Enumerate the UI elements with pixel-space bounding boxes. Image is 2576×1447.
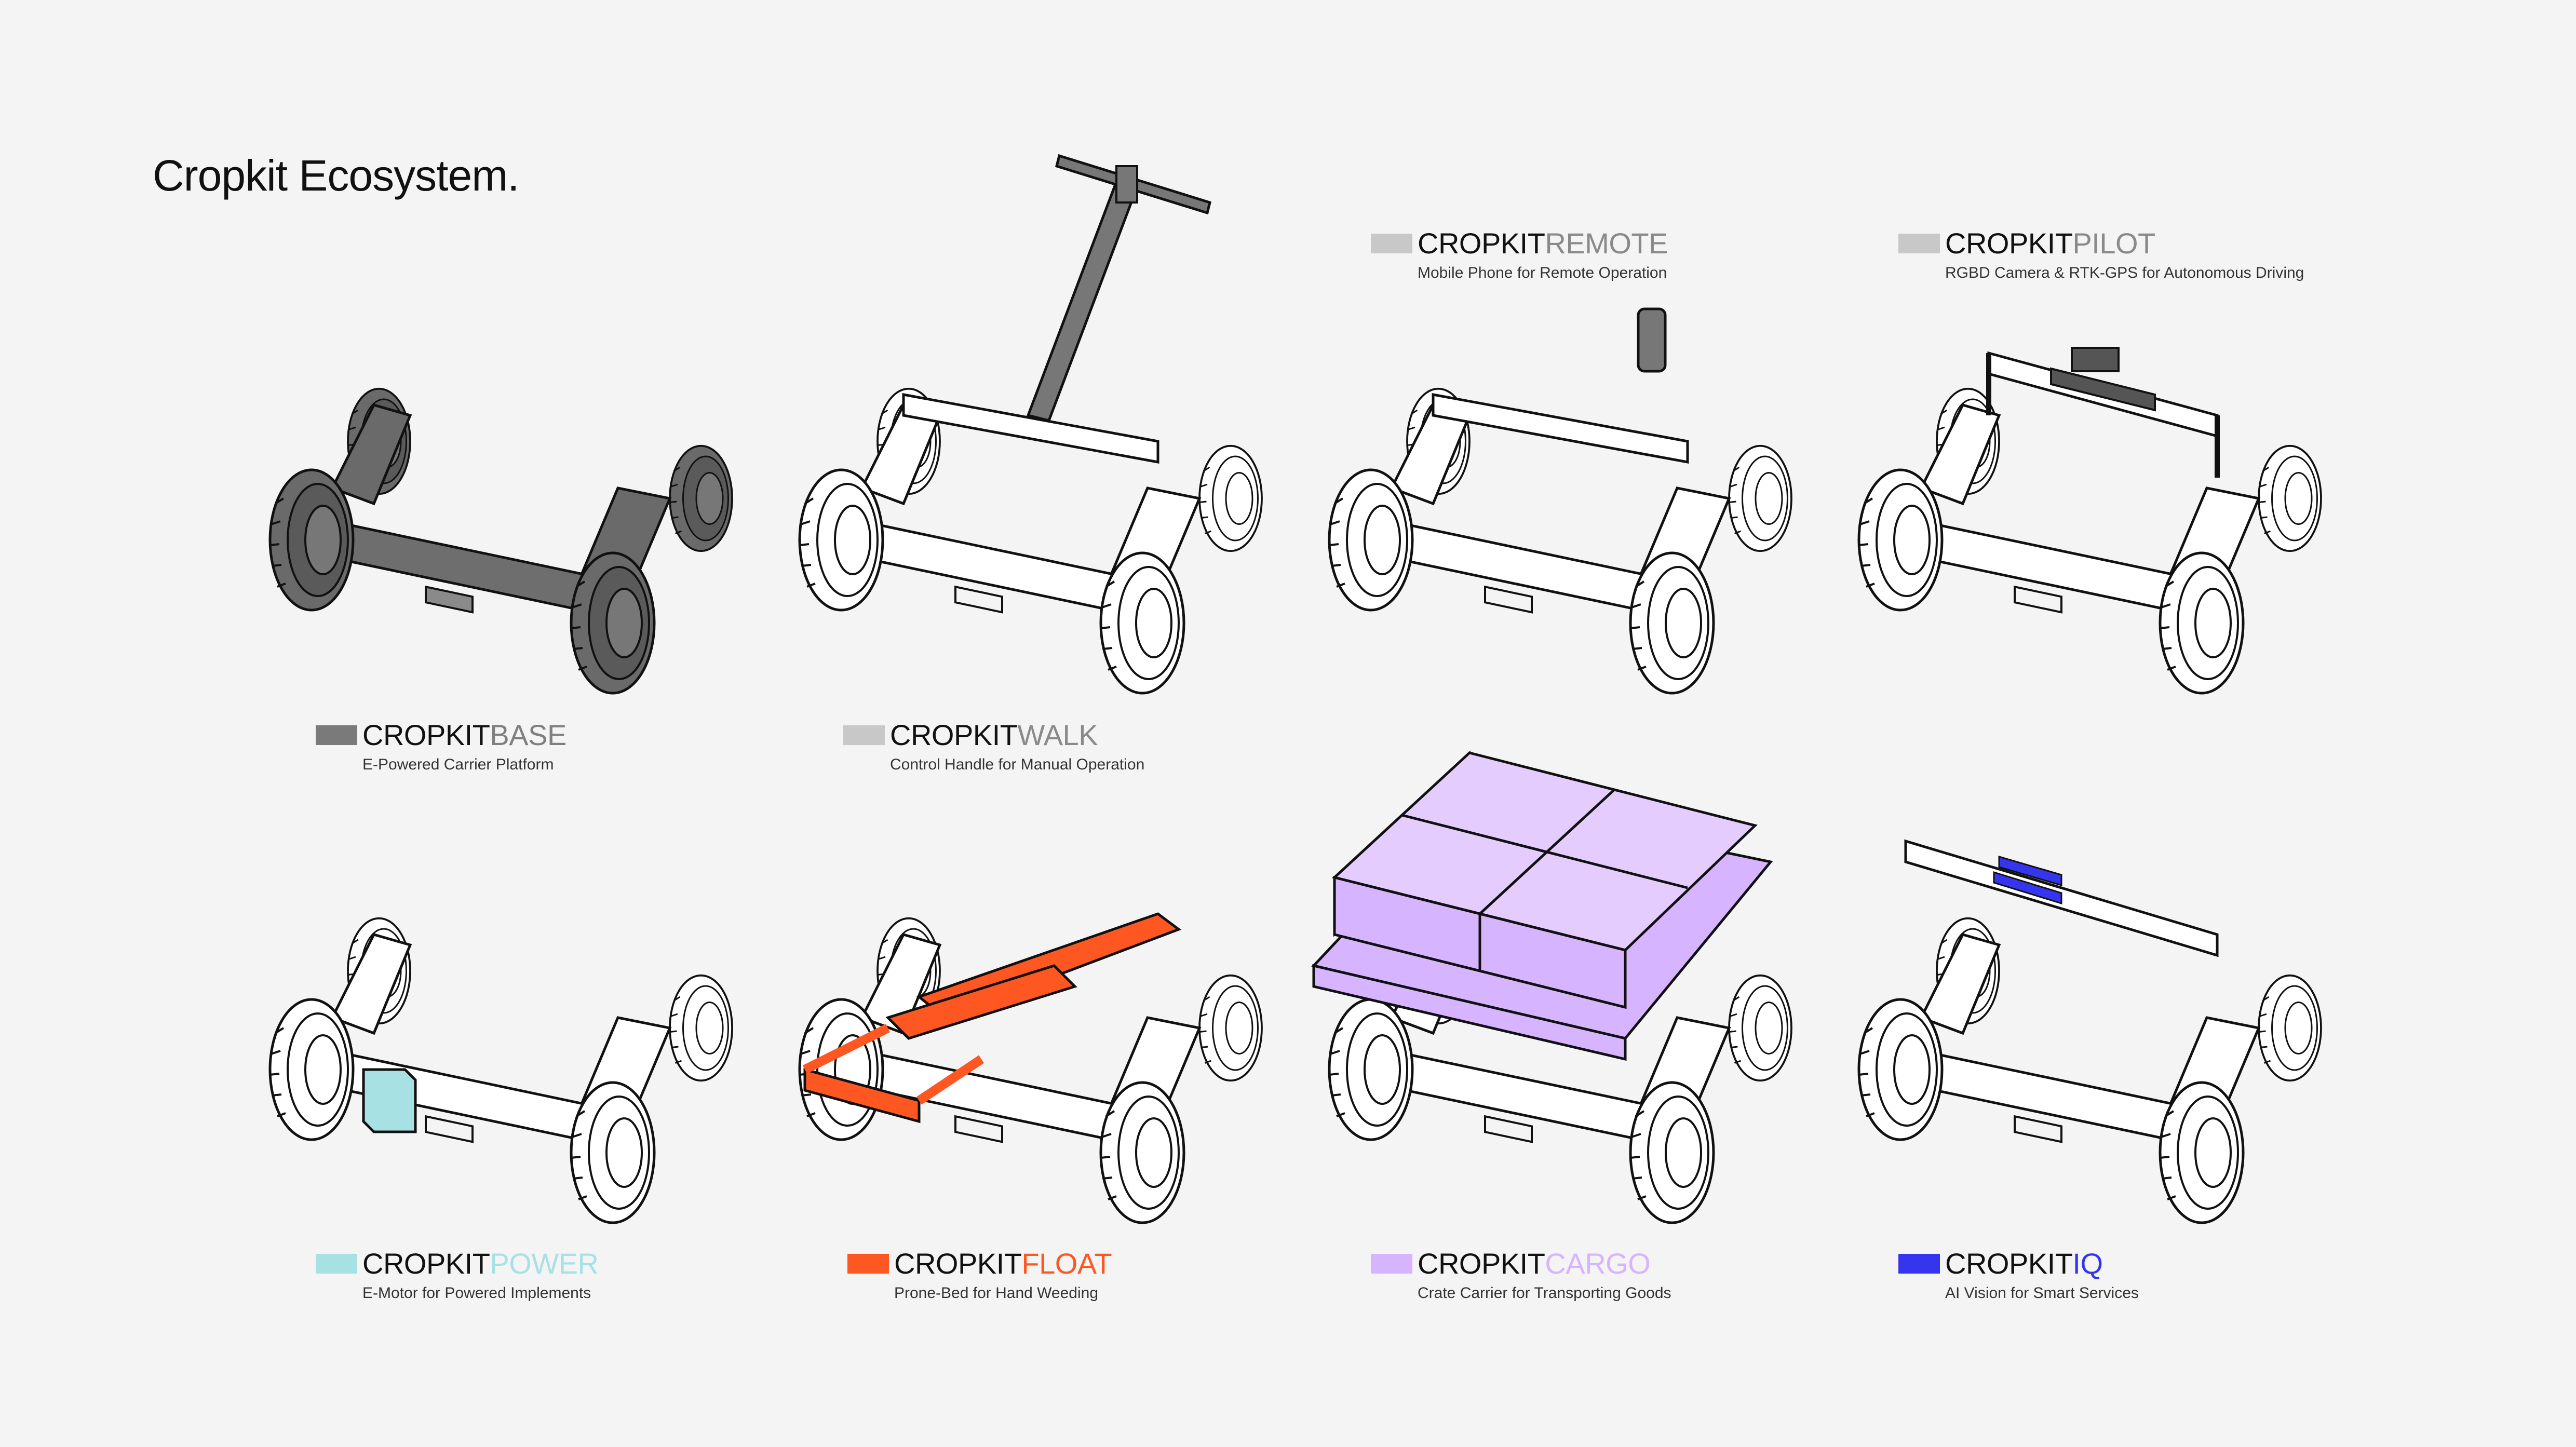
base-description: E-Powered Carrier Platform: [362, 756, 554, 773]
base-vehicle: [270, 389, 732, 693]
iq-vehicle: [1859, 839, 2321, 1223]
module-label-pilot: CROPKIT PILOT RGBD Camera & RTK-GPS for …: [1898, 225, 2304, 282]
cargo-color-swatch: [1371, 1254, 1412, 1274]
float-name: FLOAT: [1021, 1247, 1112, 1280]
float-color-swatch: [847, 1254, 889, 1274]
pilot-color-swatch: [1898, 234, 1940, 253]
remote-color-swatch: [1371, 234, 1412, 253]
module-label-walk: CROPKIT WALK Control Handle for Manual O…: [843, 716, 1144, 774]
walk-brand: CROPKIT: [890, 719, 1018, 751]
cargo-description: Crate Carrier for Transporting Goods: [1418, 1284, 1671, 1302]
float-brand: CROPKIT: [894, 1247, 1022, 1280]
module-label-iq: CROPKIT IQ AI Vision for Smart Services: [1898, 1245, 2139, 1302]
phone-icon: [1637, 307, 1667, 373]
base-color-swatch: [316, 725, 357, 745]
walk-vehicle: [800, 154, 1262, 693]
remote-brand: CROPKIT: [1418, 227, 1545, 260]
pilot-vehicle: [1859, 347, 2321, 693]
remote-name: REMOTE: [1545, 227, 1668, 260]
base-name: BASE: [490, 719, 567, 751]
walk-name: WALK: [1017, 719, 1098, 751]
remote-description: Mobile Phone for Remote Operation: [1418, 264, 1667, 281]
cargo-brand: CROPKIT: [1418, 1247, 1545, 1280]
float-vehicle: [800, 912, 1262, 1223]
pilot-description: RGBD Camera & RTK-GPS for Autonomous Dri…: [1945, 264, 2304, 281]
module-label-remote: CROPKIT REMOTE Mobile Phone for Remote O…: [1371, 225, 1668, 282]
iq-color-swatch: [1898, 1254, 1940, 1274]
power-vehicle: [270, 918, 732, 1223]
cargo-vehicle: [1311, 750, 1791, 1223]
iq-brand: CROPKIT: [1945, 1247, 2073, 1280]
power-color-swatch: [316, 1254, 357, 1274]
module-label-cargo: CROPKIT CARGO Crate Carrier for Transpor…: [1371, 1245, 1671, 1302]
module-label-float: CROPKIT FLOAT Prone-Bed for Hand Weeding: [847, 1245, 1112, 1302]
power-brand: CROPKIT: [362, 1247, 490, 1280]
remote-vehicle: [1329, 389, 1791, 693]
pilot-name: PILOT: [2072, 227, 2155, 260]
float-description: Prone-Bed for Hand Weeding: [894, 1284, 1099, 1302]
iq-name: IQ: [2072, 1247, 2103, 1280]
module-label-base: CROPKIT BASE E-Powered Carrier Platform: [316, 716, 567, 774]
cargo-name: CARGO: [1545, 1247, 1651, 1280]
page-title: Cropkit Ecosystem.: [153, 151, 520, 200]
module-label-power: CROPKIT POWER E-Motor for Powered Implem…: [316, 1245, 599, 1302]
base-brand: CROPKIT: [362, 719, 490, 751]
power-description: E-Motor for Powered Implements: [362, 1284, 591, 1302]
iq-description: AI Vision for Smart Services: [1945, 1284, 2139, 1302]
pilot-brand: CROPKIT: [1945, 227, 2073, 260]
walk-color-swatch: [843, 725, 885, 745]
power-name: POWER: [490, 1247, 599, 1280]
walk-description: Control Handle for Manual Operation: [890, 756, 1145, 773]
